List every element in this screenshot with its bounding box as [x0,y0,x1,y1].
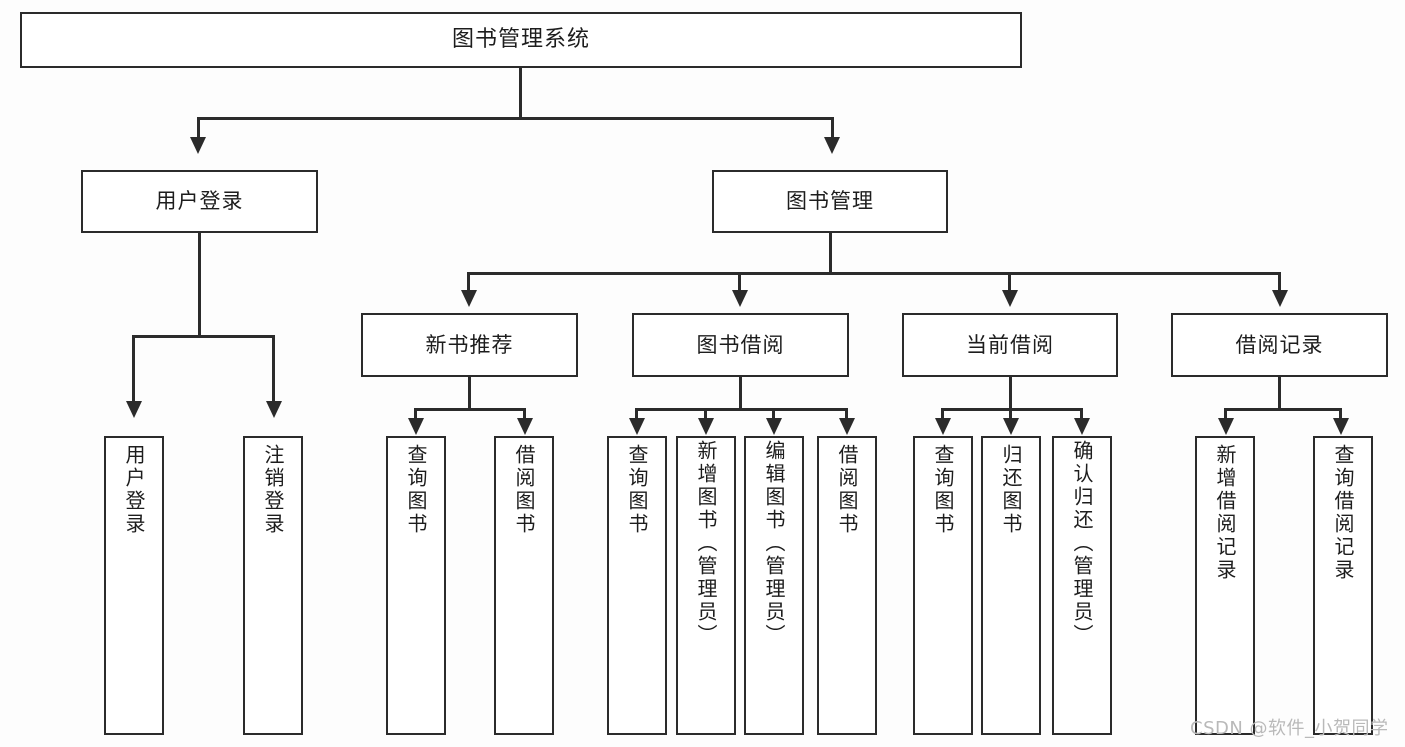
node-borrow-record[interactable]: 借阅记录 [1171,313,1388,377]
edge-root-to-login [197,117,200,139]
edge-login-to-leaf1 [272,335,275,403]
arrow-to-user-login [190,137,206,154]
leaf-query-borrow-record[interactable]: 查询借阅记录 [1313,436,1373,735]
leaf-add-book-admin[interactable]: 新增图书（管理员） [676,436,736,735]
edge-bookmgmt-to-new [467,272,470,292]
arrow-to-new-book-recommend [461,290,477,307]
edge-current-to-leaf0 [941,408,944,420]
edge-borrow-to-leaf2 [772,408,775,420]
edge-record-to-leaf1 [1339,408,1342,420]
node-root-system[interactable]: 图书管理系统 [20,12,1022,68]
node-label: 确认归还（管理员） [1070,440,1094,647]
edge-recommend-bar [414,408,526,411]
arrow-to-leaf-logout [266,401,282,418]
arrow-to-book-management [824,137,840,154]
node-user-login[interactable]: 用户登录 [81,170,318,233]
node-new-book-recommend[interactable]: 新书推荐 [361,313,578,377]
leaf-query-book-recommend[interactable]: 查询图书 [386,436,446,735]
edge-recommend-stem [468,377,471,408]
leaf-logout[interactable]: 注销登录 [243,436,303,735]
edge-bookmgmt-stem [829,233,832,272]
edge-current-to-leaf2 [1080,408,1083,420]
node-label: 查询图书 [404,444,428,536]
edge-bookmgmt-bar [467,272,1281,275]
edge-root-to-bookmgmt [831,117,834,139]
arrow-to-leaf-user-login [126,401,142,418]
leaf-borrow-book[interactable]: 借阅图书 [817,436,877,735]
arrow-to-borrow-record [1272,290,1288,307]
arrow-to-leaf-borrow-book-2 [839,418,855,435]
edge-login-stem [198,233,201,335]
arrow-to-leaf-return-book [1003,418,1019,435]
leaf-query-book-current[interactable]: 查询图书 [913,436,973,735]
node-label: 图书借阅 [696,332,785,357]
node-label: 借阅记录 [1235,332,1324,357]
leaf-confirm-return-admin[interactable]: 确认归还（管理员） [1052,436,1112,735]
edge-borrow-bar [635,408,848,411]
edge-record-to-leaf0 [1224,408,1227,420]
node-label: 用户登录 [122,444,146,536]
edge-login-to-leaf0 [132,335,135,403]
node-label: 归还图书 [999,444,1023,536]
node-book-borrow[interactable]: 图书借阅 [632,313,849,377]
arrow-to-leaf-add-record [1218,418,1234,435]
edge-current-stem [1009,377,1012,408]
edge-record-stem [1278,377,1281,408]
node-label: 当前借阅 [966,332,1054,357]
edge-recommend-to-leaf0 [414,408,417,420]
node-label: 查询借阅记录 [1331,444,1355,582]
arrow-to-leaf-borrow-book-1 [517,418,533,435]
node-label: 新增图书（管理员） [694,440,718,647]
arrow-to-leaf-query-record [1333,418,1349,435]
edge-bookmgmt-to-borrow [738,272,741,292]
leaf-edit-book-admin[interactable]: 编辑图书（管理员） [744,436,804,735]
leaf-query-book-borrow[interactable]: 查询图书 [607,436,667,735]
leaf-user-login[interactable]: 用户登录 [104,436,164,735]
node-label: 新书推荐 [425,332,514,357]
node-label: 图书管理系统 [451,27,590,53]
node-label: 图书管理 [786,189,874,214]
node-book-management[interactable]: 图书管理 [712,170,948,233]
arrow-to-book-borrow [732,290,748,307]
node-current-borrow[interactable]: 当前借阅 [902,313,1118,377]
node-label: 借阅图书 [512,444,536,536]
arrow-to-current-borrow [1002,290,1018,307]
node-label: 注销登录 [261,444,285,536]
arrow-to-leaf-query-book-2 [629,418,645,435]
edge-borrow-to-leaf3 [845,408,848,420]
node-label: 用户登录 [155,189,244,214]
edge-borrow-to-leaf1 [704,408,707,420]
edge-record-bar [1224,408,1342,411]
edge-borrow-stem [739,377,742,408]
node-label: 新增借阅记录 [1213,444,1237,582]
edge-root-bar [197,117,834,120]
node-label: 查询图书 [931,444,955,536]
node-label: 借阅图书 [835,444,859,536]
arrow-to-leaf-edit-book [766,418,782,435]
leaf-borrow-book-recommend[interactable]: 借阅图书 [494,436,554,735]
leaf-add-borrow-record[interactable]: 新增借阅记录 [1195,436,1255,735]
node-label: 编辑图书（管理员） [762,440,786,647]
edge-bookmgmt-to-record [1278,272,1281,292]
edge-recommend-to-leaf1 [523,408,526,420]
edge-bookmgmt-to-current [1008,272,1011,292]
edge-current-to-leaf1 [1009,408,1012,420]
node-label: 查询图书 [625,444,649,536]
arrow-to-leaf-query-book-1 [408,418,424,435]
edge-current-bar [941,408,1083,411]
arrow-to-leaf-query-book-3 [935,418,951,435]
arrow-to-leaf-add-book [698,418,714,435]
arrow-to-leaf-confirm-return [1074,418,1090,435]
edge-borrow-to-leaf0 [635,408,638,420]
edge-login-bar [132,335,275,338]
edge-root-stem [519,68,522,117]
leaf-return-book[interactable]: 归还图书 [981,436,1041,735]
